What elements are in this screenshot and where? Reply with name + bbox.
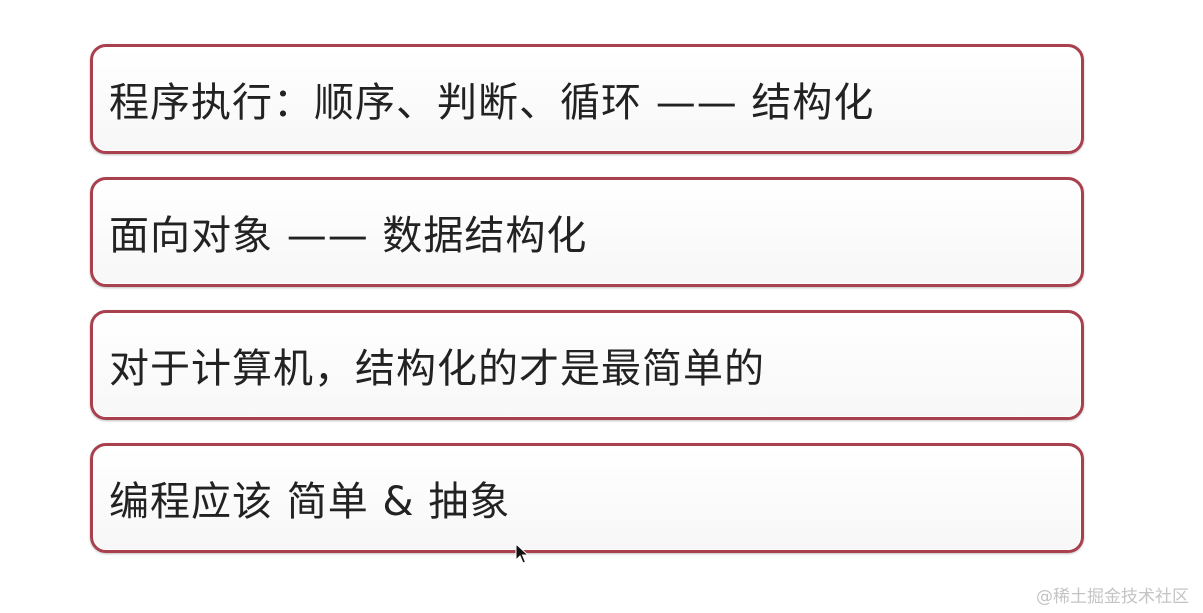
point-text-3: 对于计算机，结构化的才是最简单的 xyxy=(109,346,765,392)
point-box-3: 对于计算机，结构化的才是最简单的 xyxy=(90,310,1084,420)
slide-content: 程序执行：顺序、判断、循环 —— 结构化 面向对象 —— 数据结构化 对于计算机… xyxy=(90,44,1086,576)
point-text-1: 程序执行：顺序、判断、循环 —— 结构化 xyxy=(109,80,875,126)
point-text-4: 编程应该 简单 & 抽象 xyxy=(109,479,511,525)
mouse-pointer-icon xyxy=(515,543,529,564)
point-box-4: 编程应该 简单 & 抽象 xyxy=(90,443,1084,553)
point-box-1: 程序执行：顺序、判断、循环 —— 结构化 xyxy=(90,44,1084,154)
point-box-2: 面向对象 —— 数据结构化 xyxy=(90,177,1084,287)
watermark: @稀土掘金技术社区 xyxy=(1036,587,1189,607)
point-text-2: 面向对象 —— 数据结构化 xyxy=(109,213,588,259)
